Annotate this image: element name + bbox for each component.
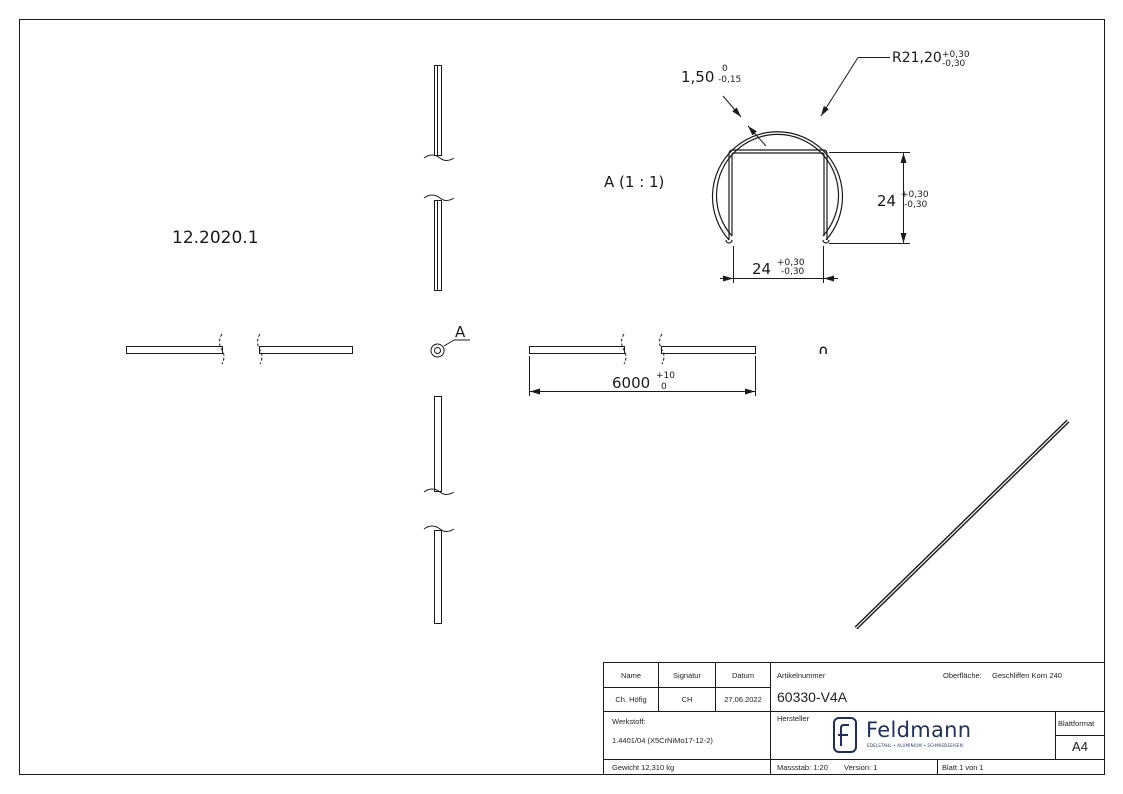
radius-dim-upper: +0,30 — [942, 50, 970, 60]
small-profile-symbol — [819, 346, 827, 354]
length-dim-upper: +10 — [656, 371, 675, 381]
tb-date-label: Datum — [731, 671, 755, 680]
vertical-view-bottom — [423, 396, 455, 624]
tb-version: Version: 1 — [844, 763, 878, 772]
tb-weight: Gewicht 12,310 kg — [612, 763, 675, 772]
height-dim-nominal: 24 — [877, 192, 896, 210]
height-dim-lower: -0,30 — [904, 200, 928, 210]
horizontal-view-right — [529, 333, 756, 396]
wall-dim-nominal: 1,50 — [681, 68, 714, 86]
wall-dim-upper: 0 — [722, 64, 728, 74]
feldmann-logo-tagline: EDELSTAHL • ALUMINIUM • SCHMIEDEEISEN — [867, 743, 963, 748]
tb-signature-label: Signatur — [673, 671, 701, 680]
tb-material-value: 1.4401/04 (X5CrNiMo17-12-2) — [612, 736, 713, 745]
horizontal-view-left — [126, 333, 353, 365]
part-code: 12.2020.1 — [172, 228, 259, 248]
profile-section — [711, 131, 844, 244]
radius-leader — [820, 57, 890, 117]
sheet-border — [19, 19, 1105, 775]
tb-date-value: 27.06.2022 — [724, 695, 762, 704]
width-dim-lines — [720, 246, 838, 283]
detail-marker: A — [455, 323, 466, 341]
tb-name-value: Ch. Höfig — [615, 695, 647, 704]
tb-signature-value: CH — [681, 695, 693, 704]
tb-scale: Massstab: 1:20 — [777, 763, 828, 772]
vertical-view-top — [423, 65, 455, 291]
height-dim-upper: +0,30 — [901, 190, 929, 200]
feldmann-logo-mark — [833, 717, 857, 753]
isometric-rail — [854, 419, 1070, 630]
tb-sheet-count: Blatt 1 von 1 — [942, 763, 984, 772]
length-dim-nominal: 6000 — [612, 374, 650, 392]
tb-sheet-format-value: A4 — [1072, 739, 1088, 754]
tb-manufacturer-label: Hersteller — [777, 714, 810, 723]
length-dim-lower: 0 — [661, 382, 667, 392]
radius-dim-lower: -0,30 — [942, 59, 966, 69]
tb-material-label: Werkstoff: — [612, 717, 646, 726]
tb-article-value: 60330-V4A — [777, 689, 848, 705]
radius-dim-nominal: R21,20 — [892, 50, 942, 66]
end-view-symbol — [430, 339, 470, 358]
width-dim-nominal: 24 — [752, 260, 771, 278]
wall-dim-lines — [722, 95, 767, 147]
tb-surface-value: Geschliffen Korn 240 — [992, 671, 1062, 680]
feldmann-logo-word: Feldmann — [866, 718, 972, 742]
tb-article-label: Artikelnummer — [777, 671, 826, 680]
tb-name-label: Name — [620, 671, 641, 680]
title-block-grid — [603, 662, 1105, 775]
width-dim-lower: -0,30 — [781, 267, 805, 277]
tb-sheet-format-label: Blattformat — [1058, 719, 1095, 728]
wall-dim-lower: -0,15 — [718, 75, 741, 85]
height-dim-lines — [829, 152, 910, 244]
width-dim-upper: +0,30 — [777, 258, 805, 268]
tb-surface-label: Oberfläche: — [943, 671, 982, 680]
detail-label: A (1 : 1) — [604, 173, 664, 191]
